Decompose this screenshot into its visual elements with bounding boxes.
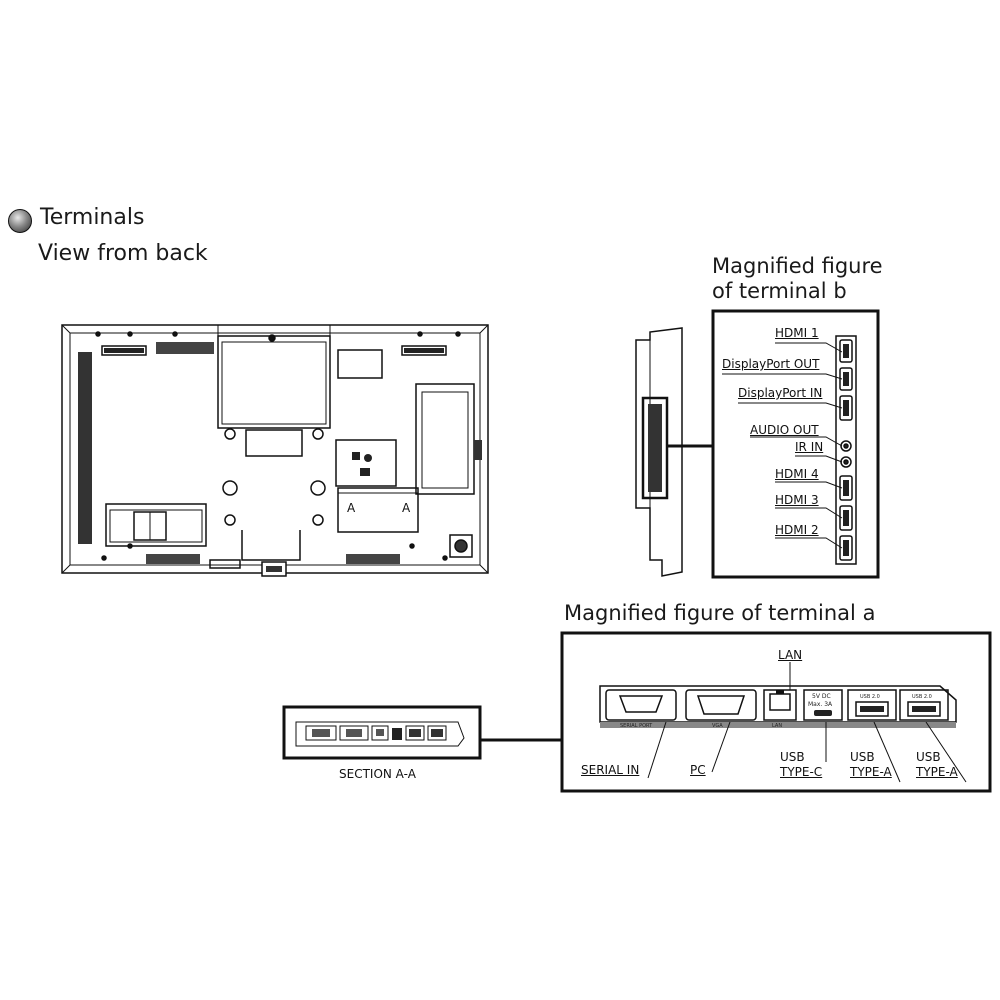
port-label-serial-in: SERIAL IN: [581, 763, 640, 777]
terminal-b-title-line2: of terminal b: [712, 279, 847, 303]
port-label-displayport-out: DisplayPort OUT: [722, 357, 820, 371]
panel-lan-text: LAN: [772, 723, 782, 729]
monitor-back-view: [61, 324, 489, 577]
port-label-hdmi4: HDMI 4: [775, 467, 819, 481]
port-label-usb-a1-line1: USB: [850, 750, 875, 764]
section-aa-frame: [282, 705, 482, 760]
port-label-hdmi2: HDMI 2: [775, 523, 819, 537]
panel-usb2-text: USB 2.0: [912, 694, 932, 700]
section-title: Terminals: [40, 205, 145, 230]
terminal-a-title: Magnified figure of terminal a: [564, 601, 876, 625]
port-label-usb-a2-line1: USB: [916, 750, 941, 764]
panel-usb1-text: USB 2.0: [860, 694, 880, 700]
terminal-b-port-strip: [835, 335, 857, 565]
port-label-usb-a1-line2: TYPE-A: [850, 765, 892, 779]
section-aa-panel: [295, 721, 465, 747]
terminal-a-frame: [560, 631, 992, 793]
terminal-b-leaders: [722, 342, 843, 549]
terminal-a-leaders: [647, 662, 967, 783]
terminal-b-frame: [711, 309, 880, 579]
port-label-displayport-in: DisplayPort IN: [738, 386, 823, 400]
port-label-hdmi3: HDMI 3: [775, 493, 819, 507]
terminal-a-panel: [599, 685, 957, 728]
port-label-ir-in: IR IN: [795, 440, 824, 454]
port-label-lan: LAN: [778, 648, 803, 662]
port-label-usb-c-line1: USB: [780, 750, 805, 764]
panel-vga-text: VGA: [712, 723, 723, 729]
section-marker-left: A: [347, 501, 356, 515]
port-label-pc: PC: [690, 763, 706, 777]
terminal-b-title-line1: Magnified figure: [712, 254, 883, 278]
port-label-audio-out: AUDIO OUT: [750, 423, 819, 437]
port-label-usb-c-line2: TYPE-C: [780, 765, 823, 779]
section-marker-right: A: [402, 501, 411, 515]
panel-power-text-1: 5V DC: [812, 693, 831, 700]
port-label-usb-a2-line2: TYPE-A: [916, 765, 958, 779]
monitor-side-view: [635, 327, 712, 577]
panel-power-text-2: Max. 3A: [808, 701, 833, 708]
section-aa-caption: SECTION A-A: [339, 767, 416, 781]
section-subtitle: View from back: [38, 241, 208, 266]
panel-serial-text: SERIAL PORT: [620, 723, 653, 729]
port-label-hdmi1: HDMI 1: [775, 326, 819, 340]
bullet-icon: [8, 209, 32, 233]
